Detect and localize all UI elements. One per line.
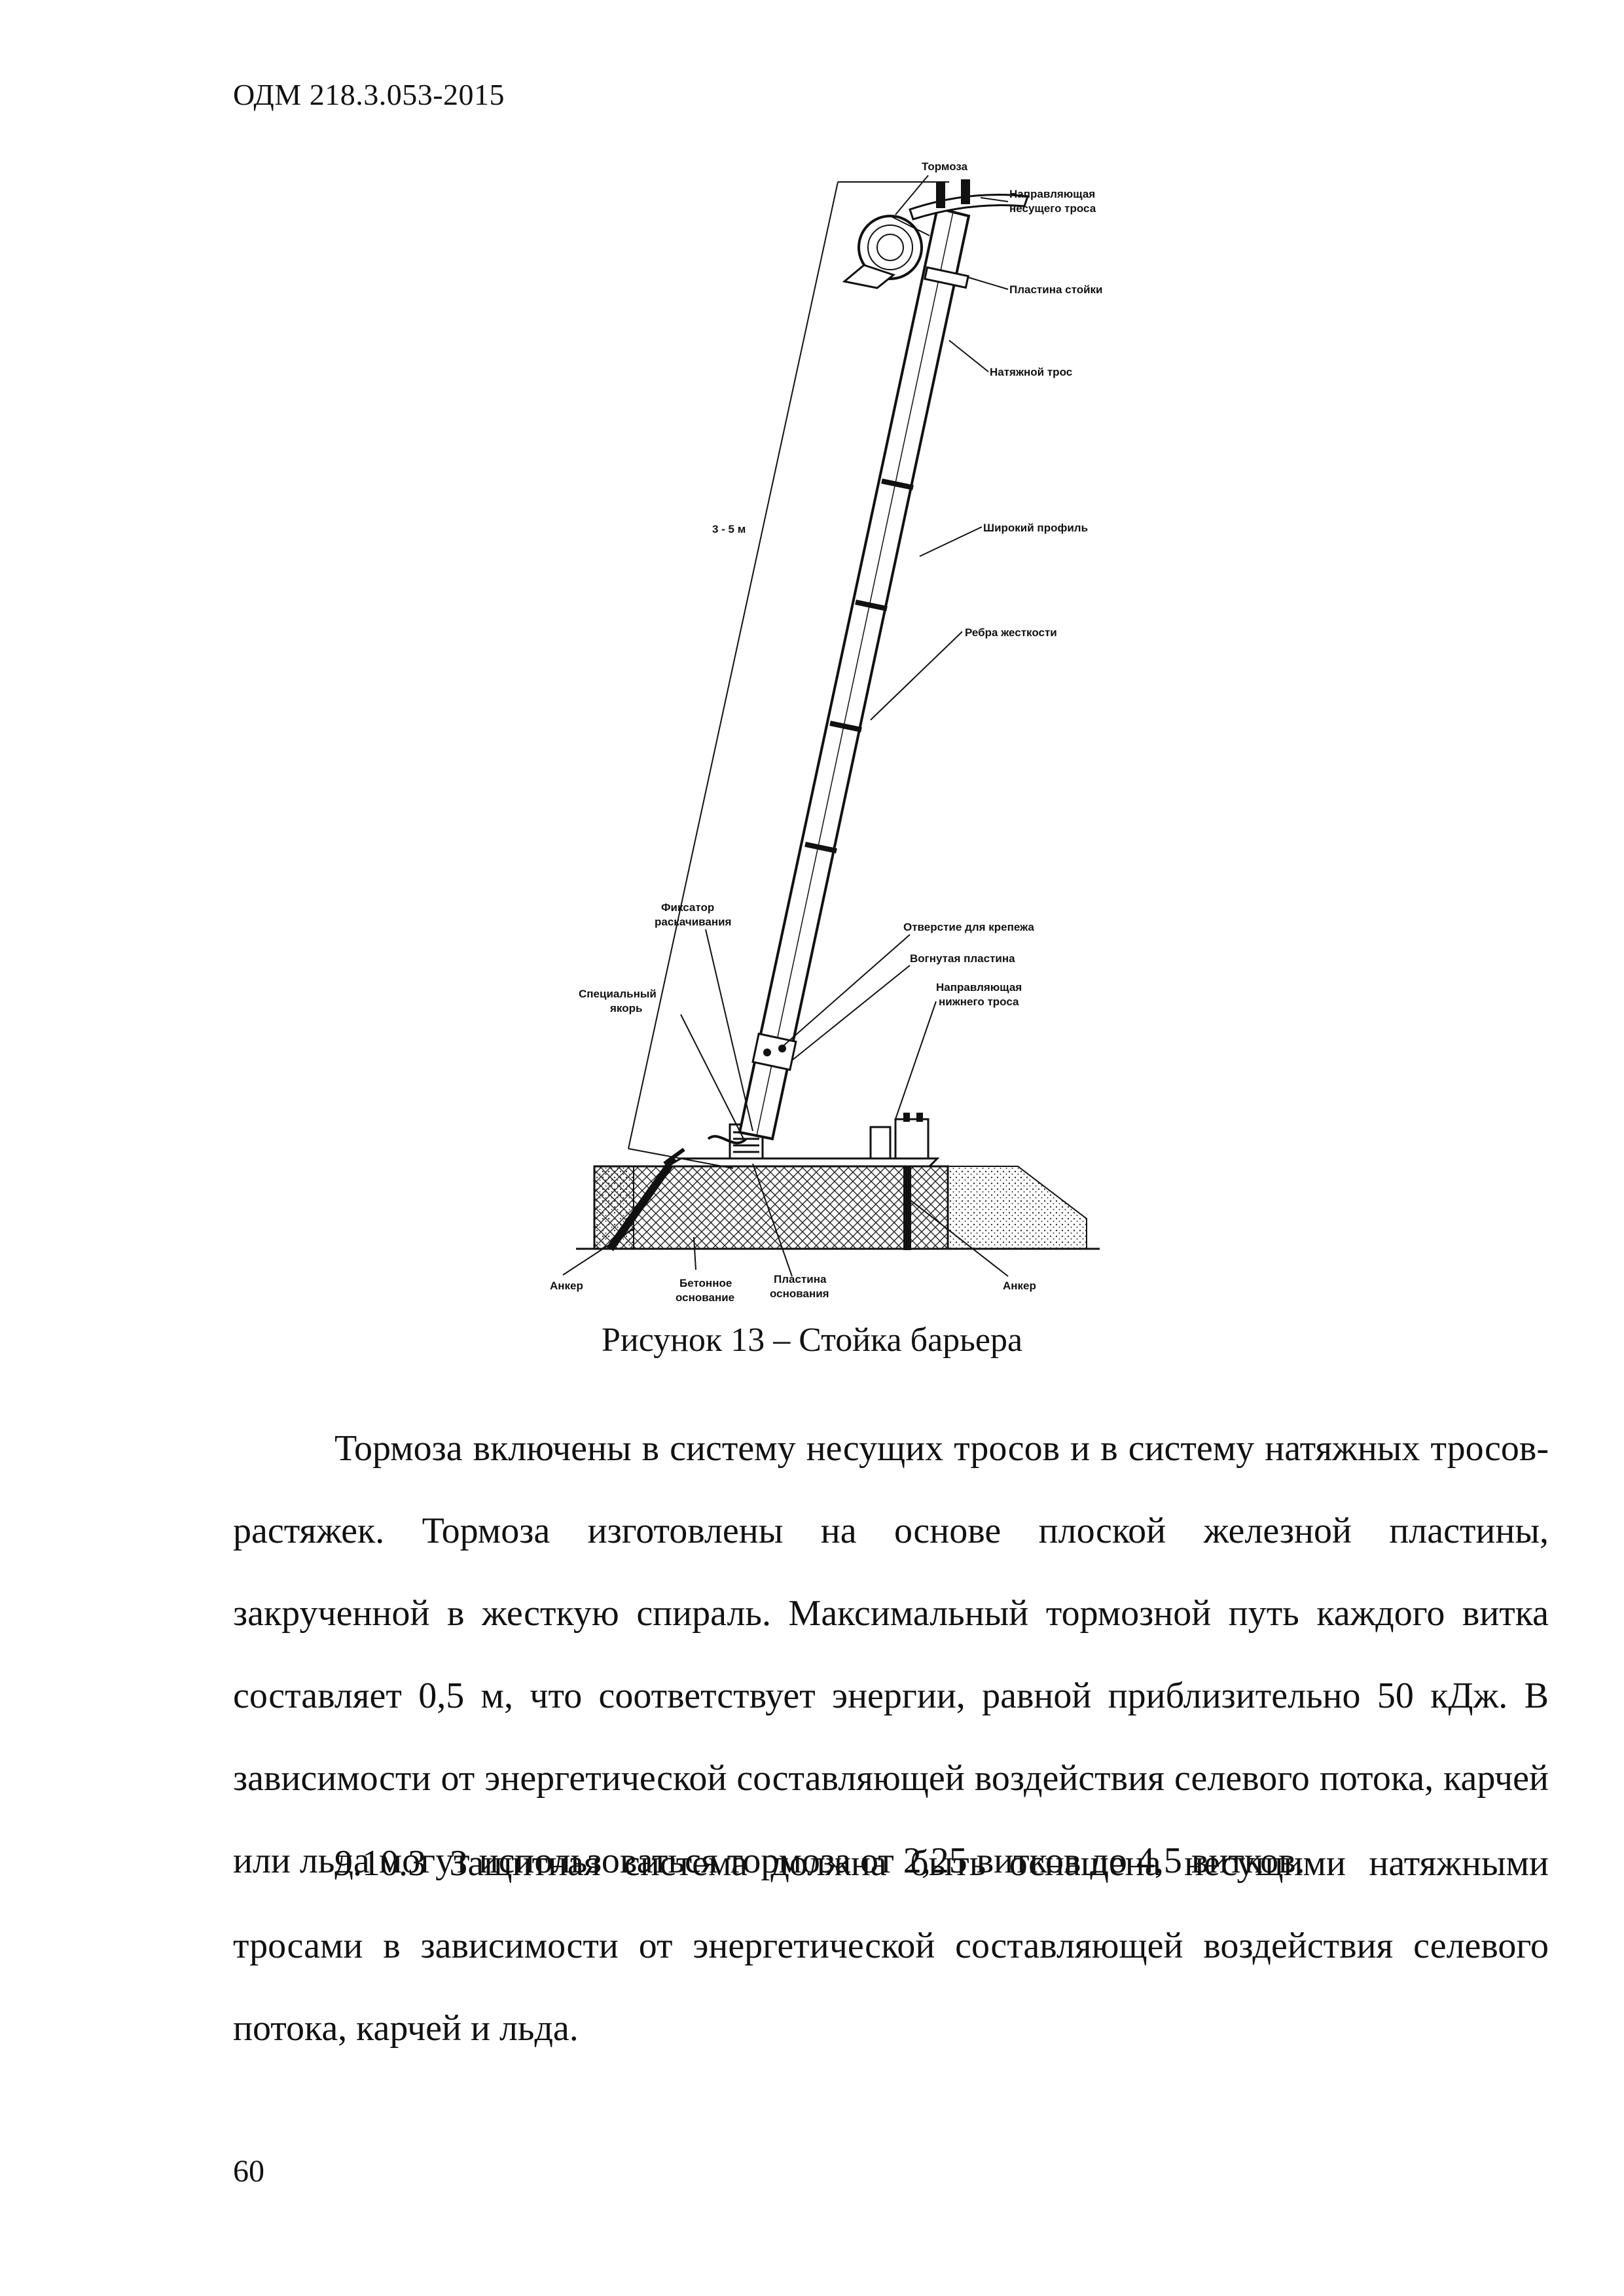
height-dimension	[628, 181, 949, 1169]
label-height: 3 - 5 м	[712, 523, 746, 535]
lower-cable-guide	[869, 1113, 929, 1160]
label-base-plate-2: основания	[770, 1287, 829, 1300]
label-concrete-base-2: основание	[676, 1291, 734, 1304]
label-anchor-right: Анкер	[1003, 1280, 1036, 1292]
label-lower-guide-1: Направляющая	[936, 981, 1022, 994]
label-mount-hole: Отверстие для крепежа	[903, 921, 1034, 933]
concrete-foundation	[576, 1165, 1100, 1250]
paragraph-9-10-3: 9.10.3 Защитная система должна быть осна…	[233, 1843, 1549, 2049]
label-post-plate: Пластина стойки	[1009, 283, 1103, 296]
label-concrete-base-1: Бетонное	[679, 1277, 732, 1289]
label-lower-guide-2: нижнего троса	[939, 996, 1019, 1008]
running-header: ОДМ 218.3.053-2015	[233, 78, 505, 111]
post-shaft	[738, 206, 971, 1141]
label-tension-cable: Натяжной трос	[990, 366, 1072, 378]
page-number: 60	[233, 2154, 264, 2189]
left-anchor-rod	[607, 1156, 677, 1251]
upper-cable-guide	[909, 179, 1030, 221]
barrier-post-diagram: Тормоза Направляющая несущего троса Плас…	[550, 160, 1103, 1304]
label-brake: Тормоза	[922, 160, 968, 173]
label-special-anchor-1: Специальный	[579, 988, 657, 1000]
figure-caption: Рисунок 13 – Стойка барьера	[601, 1321, 1023, 1359]
label-upper-guide-1: Направляющая	[1009, 188, 1095, 200]
label-base-plate-1: Пластина	[774, 1273, 827, 1285]
label-swing-lock-2: раскачивания	[655, 916, 731, 928]
barrier-post-figure: Тормоза Направляющая несущего троса Плас…	[537, 151, 1244, 1322]
right-anchor-rod	[903, 1152, 911, 1250]
label-special-anchor-2: якорь	[609, 1002, 642, 1014]
brake-coil	[842, 215, 930, 289]
label-ribs: Ребра жесткости	[965, 626, 1057, 639]
label-swing-lock-1: Фиксатор	[661, 901, 714, 914]
base-plate	[664, 1157, 940, 1168]
label-wide-profile: Широкий профиль	[983, 522, 1088, 534]
label-bent-plate: Вогнутая пластина	[910, 952, 1015, 965]
label-anchor-left: Анкер	[550, 1280, 583, 1292]
label-upper-guide-2: несущего троса	[1009, 202, 1096, 215]
paragraph-brakes: Тормоза включены в систему несущих тросо…	[233, 1428, 1549, 1881]
